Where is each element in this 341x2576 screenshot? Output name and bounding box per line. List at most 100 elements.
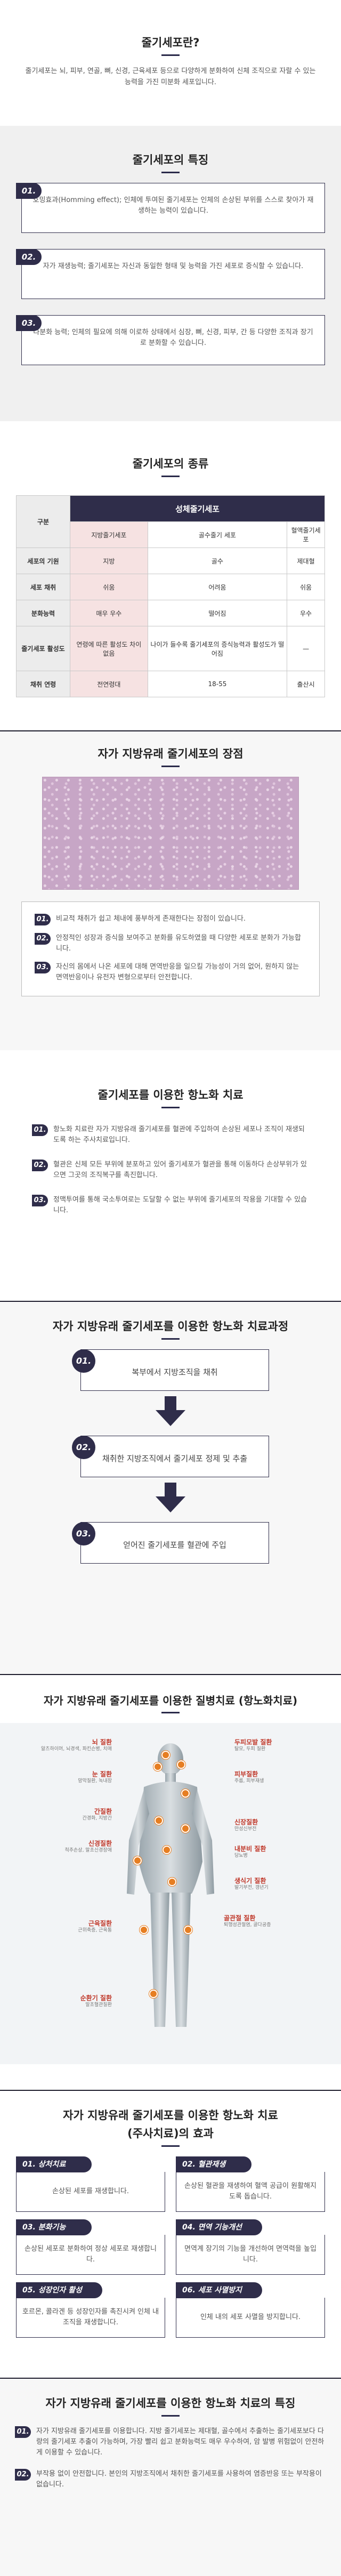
- title-underline: [161, 172, 180, 173]
- table-cell: 전연령대: [70, 671, 148, 697]
- title-underline: [161, 476, 180, 477]
- effect-card: 02. 혈관재생 손상된 혈관을 재생하여 혈액 공급이 원활해지도록 돕습니다…: [176, 2156, 325, 2212]
- row-label: 줄기세포 활성도: [16, 626, 70, 671]
- feature-text: 호밍효과(Homming effect); 인체에 투여된 줄기세포는 인체의 …: [21, 183, 325, 233]
- effect-tag: 01. 상처치료: [16, 2156, 92, 2172]
- advantages-box: 01. 비교적 채취가 쉽고 체내에 풍부하게 존재한다는 장점이 있습니다. …: [21, 901, 320, 996]
- section-title: 자가 지방유래 줄기세포를 이용한 질병치료 (항노화치료): [43, 1694, 298, 1707]
- list-item: 02. 혈관은 신체 모든 부위에 분포하고 있어 줄기세포가 혈관을 통해 이…: [32, 1160, 309, 1181]
- table-cell: —: [287, 626, 325, 671]
- title-underline: [161, 766, 180, 767]
- list-item: 02. 안정적인 성장과 증식을 보여주고 분화를 유도하였을 때 다양한 세포…: [35, 933, 306, 954]
- item-text: 안정적인 성장과 증식을 보여주고 분화를 유도하였을 때 다양한 세포로 분화…: [56, 934, 301, 953]
- list-item: 01. 자가 지방유래 줄기세포를 이용합니다. 지방 줄기세포는 제대혈, 골…: [15, 2426, 326, 2458]
- section-divider: [0, 1674, 341, 1675]
- table-col-header: 혈액줄기세포: [287, 521, 325, 548]
- section-advantages: 자가 지방유래 줄기세포의 장점 01. 비교적 채취가 쉽고 체내에 풍부하게…: [0, 730, 341, 1050]
- section-description: 줄기세포는 뇌, 피부, 연골, 뼈, 신경, 근육세포 등으로 다양하게 분화…: [25, 67, 316, 86]
- table-row: 줄기세포 활성도 연령에 따른 활성도 차이 없음 나이가 들수록 줄기세포의 …: [16, 626, 325, 671]
- marker-dot: [177, 1760, 185, 1769]
- effect-card: 06. 세포 사멸방지 인체 내의 세포 사멸을 방지합니다.: [176, 2282, 325, 2338]
- marker-dot: [168, 1878, 176, 1886]
- process-step: 02. 채취한 지방조직에서 줄기세포 정제 및 추출: [72, 1436, 269, 1477]
- section-title: 줄기세포의 특징: [132, 154, 209, 166]
- table-corner: 구분: [16, 495, 70, 548]
- row-label: 분화능력: [16, 600, 70, 626]
- table-col-header: 골수줄기 세포: [147, 521, 288, 548]
- section-divider: [0, 1301, 341, 1302]
- section-title: 줄기세포란?: [141, 36, 200, 49]
- title-underline: [161, 1712, 180, 1713]
- item-text: 항노화 치료란 자가 지방유래 줄기세포를 혈관에 주입하여 손상된 세포나 조…: [53, 1125, 305, 1144]
- list-item: 01. 비교적 채취가 쉽고 체내에 풍부하게 존재한다는 장점이 있습니다.: [35, 914, 306, 925]
- effect-text: 면역계 장기의 기능을 개선하여 면역력을 높입니다.: [176, 2235, 325, 2275]
- item-number: 03.: [32, 1195, 48, 1206]
- title-underline: [161, 1338, 180, 1340]
- section-subtitle: (주사치료)의 효과: [127, 2127, 214, 2140]
- human-body-figure: [127, 1743, 214, 2027]
- item-number: 03.: [35, 962, 51, 973]
- arrow-down-icon: [0, 1483, 341, 1512]
- table-cell: 떨어짐: [147, 600, 288, 626]
- effect-card: 01. 상처치료 손상된 세포를 재생합니다.: [16, 2156, 165, 2212]
- item-number: 02.: [15, 2469, 31, 2481]
- title-underline: [161, 1107, 180, 1108]
- marker-dot: [181, 1824, 190, 1833]
- section-disease-treatment: 자가 지방유래 줄기세포를 이용한 질병치료 (항노화치료): [0, 1674, 341, 2090]
- table-col-header: 지방줄기세포: [70, 521, 148, 548]
- title-underline: [161, 54, 180, 56]
- section-title: 자가 지방유래 줄기세포를 이용한 항노화 치료: [63, 2109, 278, 2122]
- effect-tag: 05. 성장인자 활성: [16, 2282, 102, 2298]
- effect-text: 인체 내의 세포 사멸을 방지합니다.: [176, 2298, 325, 2338]
- marker-dot: [163, 1846, 171, 1854]
- table-cell: 쉬움: [287, 574, 325, 600]
- marker-dot: [155, 1816, 163, 1825]
- table-cell: 골수: [147, 548, 288, 574]
- marker-dot: [184, 1926, 192, 1934]
- table-cell: 어려움: [147, 574, 288, 600]
- effect-card: 05. 성장인자 활성 호르몬, 콜라겐 등 성장인자를 촉진시켜 인체 내 조…: [16, 2282, 165, 2338]
- effect-tag: 03. 분화기능: [16, 2219, 92, 2235]
- section-types: 줄기세포의 종류 구분 성체줄기세포 지방줄기세포 골수줄기 세포 혈액줄기세포…: [0, 421, 341, 730]
- item-number: 01.: [35, 914, 51, 925]
- effect-card: 03. 분화기능 손상된 세포로 분화하여 정상 세포로 재생합니다.: [16, 2219, 165, 2275]
- section-title: 자가 지방유래 줄기세포를 이용한 항노화 치료의 특징: [45, 2397, 296, 2410]
- item-number: 02.: [32, 1160, 48, 1171]
- marker-dot: [133, 1856, 142, 1865]
- stem-cell-table: 구분 성체줄기세포 지방줄기세포 골수줄기 세포 혈액줄기세포 세포의 기원 지…: [16, 495, 325, 697]
- table-cell: 우수: [287, 600, 325, 626]
- feature-number: 03.: [16, 315, 42, 331]
- step-text: 복부에서 지방조직을 채취: [80, 1349, 269, 1391]
- step-number: 01.: [72, 1349, 95, 1373]
- list-item: 03. 자신의 몸에서 나온 세포에 대해 면역반응을 일으킬 가능성이 거의 …: [35, 962, 306, 983]
- table-cell: 나이가 들수록 줄기세포의 증식능력과 활성도가 떨어짐: [147, 626, 288, 671]
- title-underline: [161, 2415, 180, 2417]
- section-divider: [0, 730, 341, 731]
- section-title: 줄기세포의 종류: [132, 457, 209, 470]
- item-number: 01.: [32, 1124, 48, 1136]
- process-step: 03. 얻어진 줄기세포를 혈관에 주입: [72, 1522, 269, 1564]
- section-title: 자가 지방유래 줄기세포를 이용한 항노화 치료과정: [52, 1320, 289, 1333]
- section-anti-aging: 줄기세포를 이용한 항노화 치료 01. 항노화 치료란 자가 지방유래 줄기세…: [0, 1050, 341, 1301]
- item-text: 정맥투여를 통해 국소투여로는 도달할 수 없는 부위에 줄기세포의 작용을 기…: [53, 1196, 307, 1214]
- table-row: 세포 채취 쉬움 어려움 쉬움: [16, 574, 325, 600]
- section-divider: [0, 2090, 341, 2091]
- section-title: 자가 지방유래 줄기세포의 장점: [98, 747, 243, 760]
- section-effects: 자가 지방유래 줄기세포를 이용한 항노화 치료 (주사치료)의 효과 01. …: [0, 2090, 341, 2378]
- section-what-is-stem-cell: 줄기세포란? 줄기세포는 뇌, 피부, 연골, 뼈, 신경, 근육세포 등으로 …: [0, 0, 341, 126]
- table-cell: 제대혈: [287, 548, 325, 574]
- feature-text: 다분화 능력; 인체의 필요에 의해 이로하 상태에서 심장, 뼈, 신경, 피…: [21, 315, 325, 365]
- effect-text: 호르몬, 콜라겐 등 성장인자를 촉진시켜 인체 내 조직을 재생합니다.: [16, 2298, 165, 2338]
- anti-aging-list: 01. 항노화 치료란 자가 지방유래 줄기세포를 혈관에 주입하여 손상된 세…: [32, 1124, 309, 1216]
- section-features: 줄기세포의 특징 01. 호밍효과(Homming effect); 인체에 투…: [0, 126, 341, 421]
